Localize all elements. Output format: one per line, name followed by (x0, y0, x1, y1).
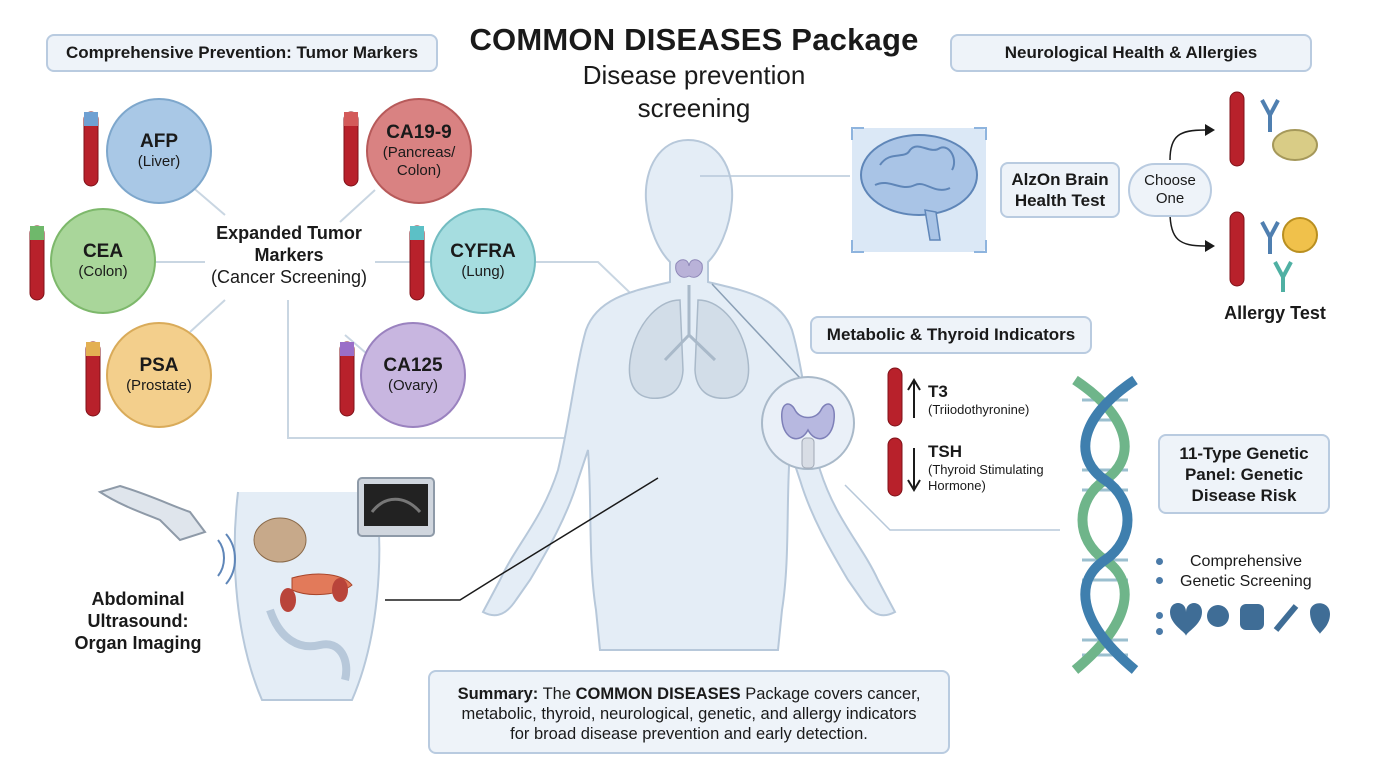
marker-psa: PSA (Prostate) (106, 322, 212, 428)
summary-bold: COMMON DISEASES (575, 685, 741, 703)
blood-tube-icon (83, 111, 99, 187)
tsh-desc-line2: Hormone) (928, 478, 986, 493)
bullet-dot (1156, 558, 1163, 565)
allergy-test-label: Allergy Test (1224, 303, 1326, 323)
tsh-name: TSH (928, 442, 962, 461)
t3-desc: (Triiodothyronine) (928, 402, 1030, 417)
genetic-bullet-line2: Genetic Screening (1180, 573, 1312, 590)
down-arrow-icon (907, 448, 921, 492)
tsh-tube (887, 437, 903, 497)
up-arrow-icon (907, 378, 921, 418)
genetic-panel-header: 11-Type Genetic Panel: Genetic Disease R… (1158, 434, 1330, 514)
genetic-bullet-text: Comprehensive Genetic Screening (1180, 552, 1312, 592)
page-subtitle-line2: screening (637, 93, 751, 123)
summary-lead: Summary: (457, 685, 539, 703)
tumor-center-label: Expanded Tumor Markers (Cancer Screening… (196, 222, 382, 288)
genetic-icons (1170, 603, 1330, 636)
marker-cea-organ: (Colon) (78, 263, 128, 280)
page-title: COMMON DISEASES Package (469, 22, 919, 57)
dna-connector-line (844, 484, 1060, 531)
marker-cea: CEA (Colon) (50, 208, 156, 314)
marker-cyfra: CYFRA (Lung) (430, 208, 536, 314)
summary-text2: Package covers cancer, (740, 685, 921, 703)
tsh-desc-line1: (Thyroid Stimulating (928, 462, 1044, 477)
human-body-silhouette (481, 138, 897, 651)
neuro-allergy-header: Neurological Health & Allergies (950, 34, 1312, 72)
blood-tube-icon (409, 225, 425, 301)
blood-tube-icon (29, 225, 45, 301)
genetic-line1: 11-Type Genetic (1179, 443, 1309, 463)
marker-cyfra-organ: (Lung) (461, 263, 505, 280)
summary-line3: for broad disease prevention and early d… (510, 725, 868, 743)
thyroid-image (761, 376, 855, 470)
summary-line1: Summary: The COMMON DISEASES Package cov… (440, 684, 938, 704)
allergy-illustrations (1229, 91, 1318, 292)
marker-afp: AFP (Liver) (106, 98, 212, 204)
tumor-center-line1: Expanded Tumor (216, 223, 362, 243)
genetic-line3: Disease Risk (1191, 485, 1297, 505)
bullet-dot (1156, 577, 1163, 584)
brain-image (851, 127, 987, 253)
tumor-center-line3: (Cancer Screening) (210, 267, 368, 287)
marker-ca199-name: CA19-9 (386, 122, 452, 143)
marker-ca125-organ: (Ovary) (388, 377, 438, 394)
choose-arrows (1169, 129, 1206, 247)
thyroid-connector-line (711, 283, 801, 379)
choose-line1: Choose (1144, 172, 1196, 189)
alzon-line2: Health Test (1014, 191, 1106, 210)
marker-ca125: CA125 (Ovary) (360, 322, 466, 428)
bullet-dot (1156, 628, 1163, 635)
choose-line2: One (1155, 190, 1185, 207)
marker-ca125-name: CA125 (383, 355, 443, 376)
dna-helix (1071, 375, 1139, 674)
tumor-center-line2: Markers (254, 245, 324, 265)
ultrasound-line3: Organ Imaging (74, 633, 202, 653)
marker-cyfra-name: CYFRA (450, 241, 516, 262)
ultrasound-connector-line (385, 477, 659, 601)
marker-afp-name: AFP (140, 131, 178, 152)
marker-ca199-organ1: (Pancreas/ (382, 144, 456, 161)
genetic-line2: Panel: Genetic (1184, 464, 1304, 484)
t3-name: T3 (928, 382, 948, 401)
marker-ca199: CA19-9 (Pancreas/ Colon) (366, 98, 472, 204)
alzon-line1: AlzOn Brain (1011, 170, 1109, 189)
summary-text1: The (538, 685, 576, 703)
blood-tube-icon (343, 111, 359, 187)
marker-ca199-organ2: Colon) (396, 162, 442, 179)
tumor-markers-header: Comprehensive Prevention: Tumor Markers (46, 34, 438, 72)
blood-tube-icon (339, 341, 355, 417)
ultrasound-line1: Abdominal (91, 589, 185, 609)
t3-tube (887, 367, 903, 427)
marker-psa-organ: (Prostate) (126, 377, 192, 394)
choose-one-pill: Choose One (1128, 163, 1212, 217)
genetic-bullet-line1: Comprehensive (1190, 553, 1303, 570)
metabolic-thyroid-header: Metabolic & Thyroid Indicators (810, 316, 1092, 354)
ultrasound-line2: Ultrasound: (87, 611, 189, 631)
alzon-brain-test-box: AlzOn Brain Health Test (1000, 162, 1120, 218)
page-subtitle-line1: Disease prevention (582, 60, 806, 90)
ultrasound-illustration (97, 477, 435, 701)
marker-afp-organ: (Liver) (137, 153, 181, 170)
blood-tube-icon (85, 341, 101, 417)
bullet-dot (1156, 612, 1163, 619)
ultrasound-label: Abdominal Ultrasound: Organ Imaging (58, 588, 218, 654)
page-title-block: COMMON DISEASES Package Disease preventi… (440, 22, 948, 124)
summary-line2: metabolic, thyroid, neurological, geneti… (461, 705, 917, 723)
marker-cea-name: CEA (82, 241, 124, 262)
summary-box: Summary: The COMMON DISEASES Package cov… (428, 670, 950, 754)
marker-psa-name: PSA (139, 355, 179, 376)
